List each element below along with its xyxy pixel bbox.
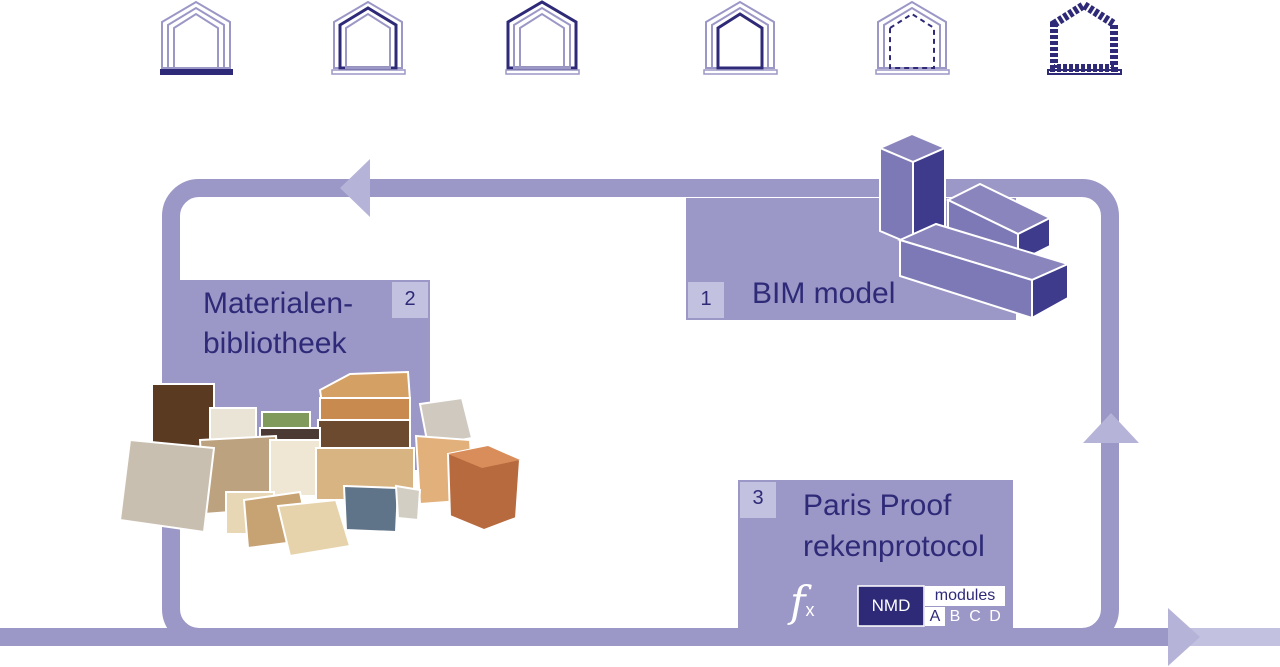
nmd-box [857, 585, 925, 627]
nmd-modules-label: modules [934, 587, 996, 604]
house-icon-4 [703, 0, 778, 75]
step-protocol-title-line2: rekenprotocol [803, 530, 985, 563]
nmd-modules-row: A B C D [925, 607, 1005, 626]
nmd-module-b: B [949, 608, 961, 625]
step-library-number-box [392, 282, 428, 318]
house-icon-3 [505, 0, 580, 75]
arrow-left [340, 159, 370, 217]
material-samples-icon [118, 370, 522, 558]
function-subscript: x [805, 600, 815, 620]
house-icon-1 [160, 0, 233, 75]
nmd-module-a-box [925, 607, 945, 626]
flow-arrow-right [1168, 608, 1200, 666]
nmd-modules-box [925, 586, 1005, 606]
step-protocol-number-box [740, 482, 776, 518]
nmd-module-c: C [969, 608, 981, 625]
step-bim-number-box [688, 282, 724, 318]
nmd-module-a: A [929, 608, 941, 625]
step-bim-title: BIM model [752, 277, 896, 310]
house-icon-5 [875, 0, 950, 75]
house-icon-6 [1047, 0, 1122, 75]
nmd-module-d: D [989, 608, 1001, 625]
function-icon: fx [790, 580, 834, 630]
step-protocol-number: 3 [752, 487, 764, 509]
house-icon-2 [331, 0, 406, 75]
arrow-up [1083, 413, 1139, 443]
step-library-number: 2 [404, 288, 416, 310]
function-symbol: f [790, 577, 806, 626]
nmd-label: NMD [871, 596, 911, 615]
building-blocks-icon [877, 132, 1071, 320]
step-bim-number: 1 [700, 288, 712, 310]
step-library-title-line1: Materialen- [203, 287, 354, 320]
step-library-title-line2: bibliotheek [203, 327, 347, 360]
step-protocol-title-line1: Paris Proof [803, 489, 952, 522]
